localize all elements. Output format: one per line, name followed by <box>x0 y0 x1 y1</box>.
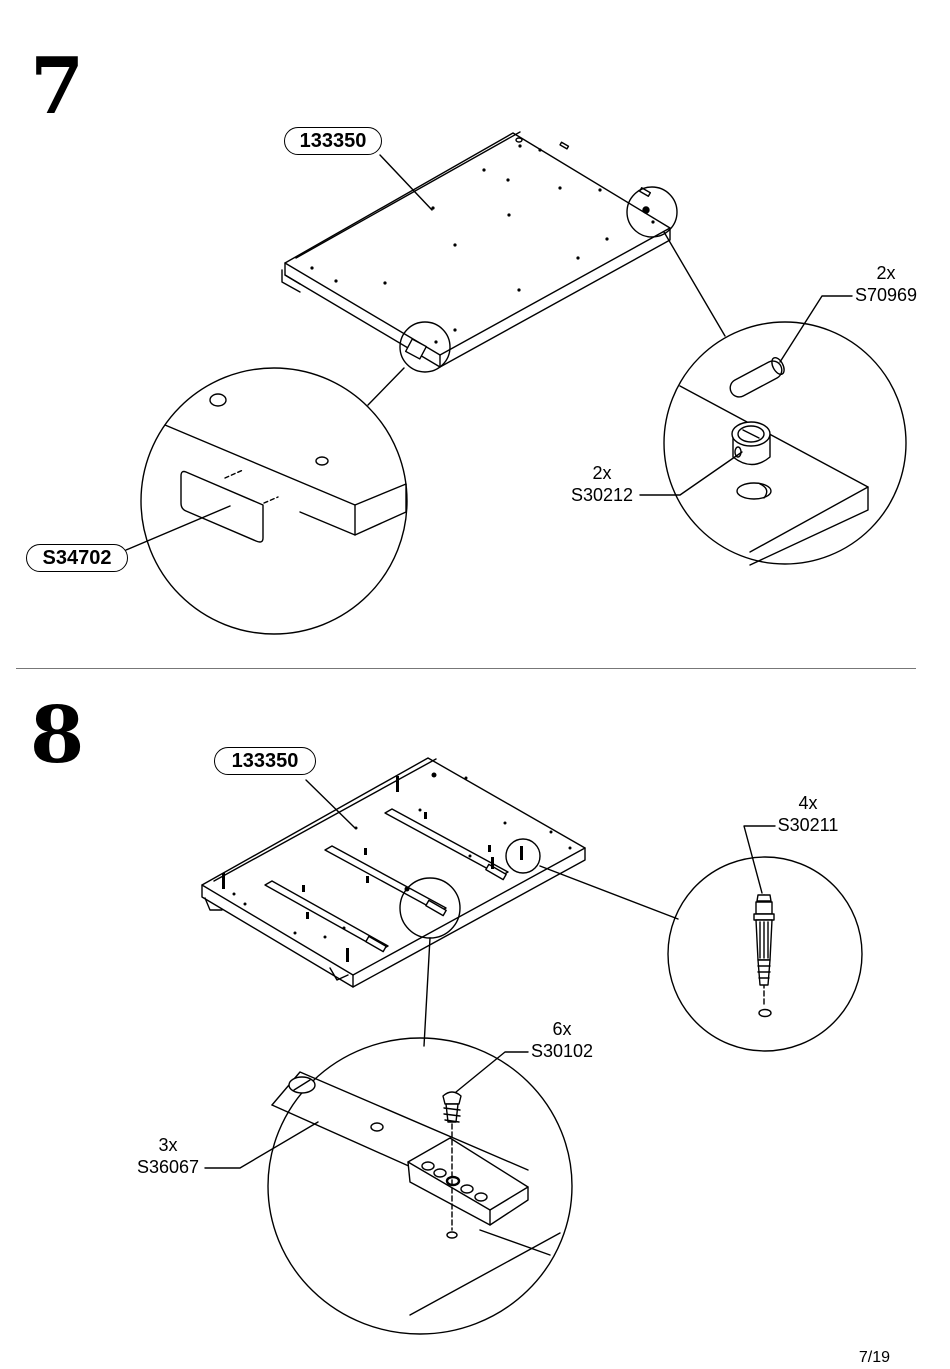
step8-connector-detail <box>204 1037 573 1335</box>
step8-callout-connector: 3x S36067 <box>128 1134 208 1178</box>
step-divider <box>16 668 916 669</box>
step7-callout-dowel: 2x S70969 <box>846 262 926 306</box>
callout-code: S30102 <box>530 1041 594 1061</box>
step7-callout-cam: 2x S30212 <box>562 462 642 506</box>
callout-qty: 3x <box>158 1135 178 1155</box>
page-number: 7/19 <box>858 1349 890 1366</box>
step8-cambolt-detail <box>667 825 863 1052</box>
callout-qty: 2x <box>592 463 612 483</box>
step8-callout-screw: 6x S30102 <box>522 1018 602 1062</box>
step8-panel-drawing <box>201 757 679 1047</box>
step7-panel-label: 133350 <box>284 127 382 155</box>
step-7-number: 7 <box>30 41 85 132</box>
callout-qty: 2x <box>876 263 896 283</box>
step7-panel-drawing <box>281 131 726 406</box>
callout-code: S70969 <box>854 285 918 305</box>
step8-callout-cambolt: 4x S30211 <box>768 792 848 836</box>
step7-cam-detail <box>639 295 907 566</box>
callout-code: S30211 <box>777 815 839 835</box>
callout-qty: 4x <box>798 793 818 813</box>
step8-panel-label: 133350 <box>214 747 316 775</box>
step7-pad-label: S34702 <box>26 544 128 572</box>
step-8-number: 8 <box>30 690 85 781</box>
callout-qty: 6x <box>552 1019 572 1039</box>
callout-code: S30212 <box>570 485 634 505</box>
callout-code: S36067 <box>136 1157 200 1177</box>
step7-pad-detail <box>125 367 408 635</box>
